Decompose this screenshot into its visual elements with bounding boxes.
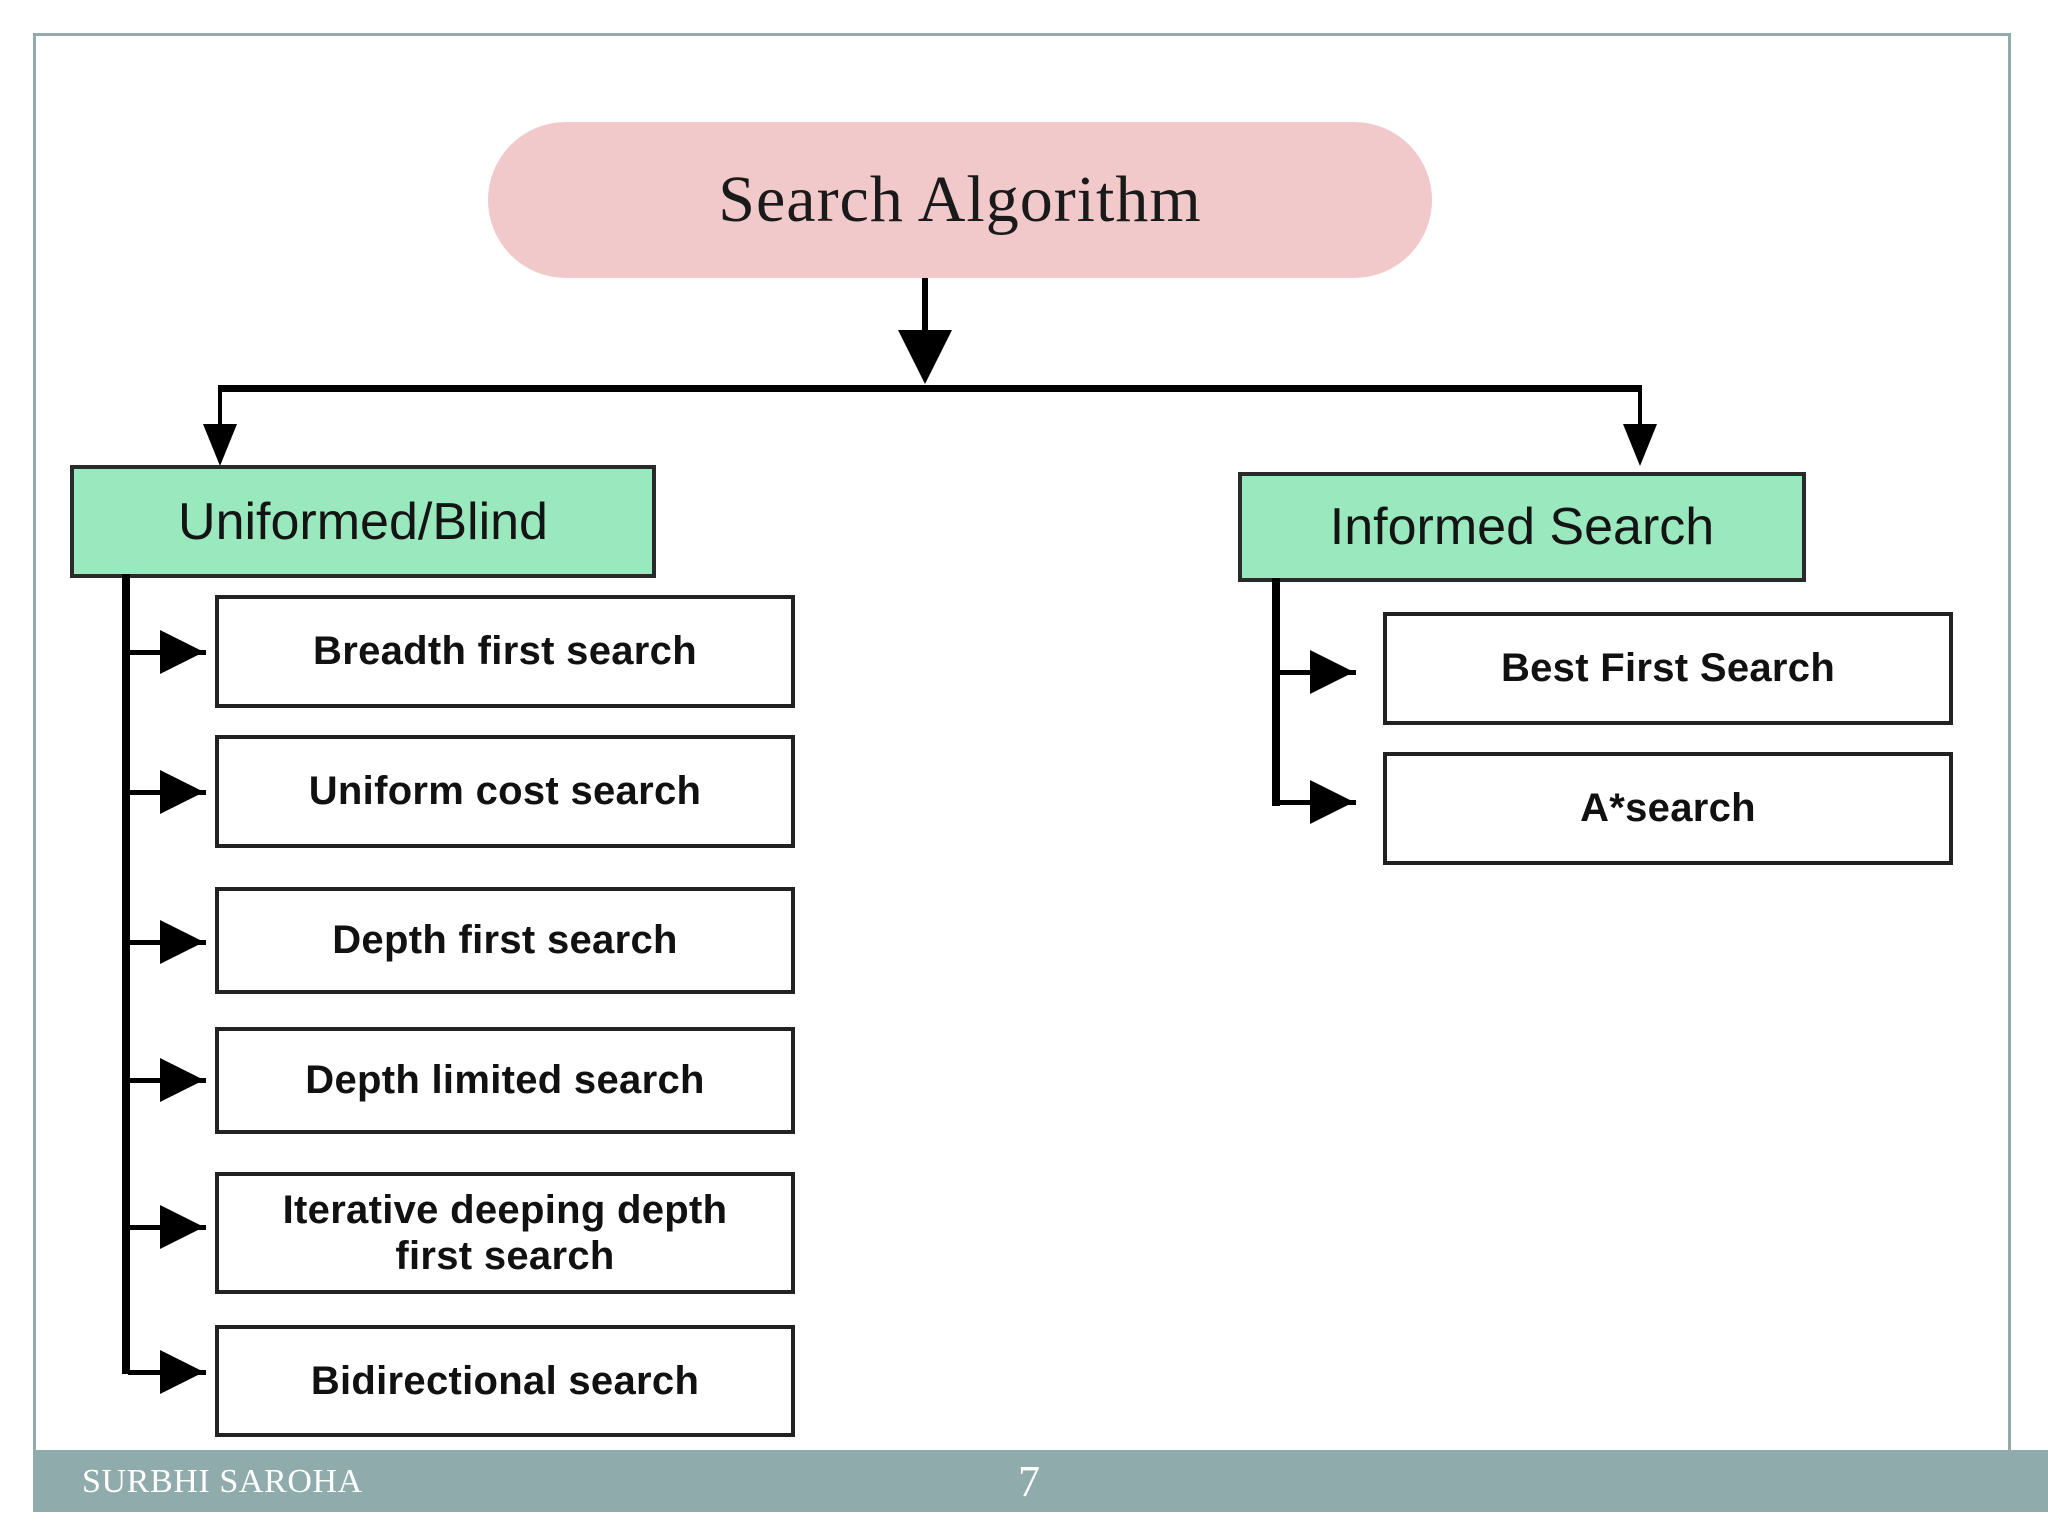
footer-author-name: SURBHI SAROHA [82, 1463, 363, 1500]
root-connector-stem [922, 278, 928, 354]
leaf-label-a-star-search: A*search [1580, 786, 1756, 831]
leaf-box-a-star-search[interactable]: A*search [1383, 752, 1953, 865]
branch-distribution-bar [218, 385, 1642, 392]
branch-right-arrowhead-icon [1623, 424, 1657, 466]
root-node-search-algorithm[interactable]: Search Algorithm [488, 122, 1432, 278]
category-node-uniformed-blind-label: Uniformed/Blind [178, 492, 548, 551]
connector-spine-left [122, 574, 130, 1374]
leaf-arrowhead-icon-depth-limited-search [160, 1058, 204, 1102]
leaf-arrowhead-icon-a-star-search [1310, 780, 1354, 824]
branch-left-arrowhead-icon [203, 424, 237, 466]
footer-bar [33, 1450, 2048, 1512]
leaf-label-depth-limited-search: Depth limited search [305, 1058, 705, 1103]
leaf-label-uniform-cost-search: Uniform cost search [308, 769, 702, 814]
leaf-box-bidirectional-search[interactable]: Bidirectional search [215, 1325, 795, 1437]
leaf-box-best-first-search[interactable]: Best First Search [1383, 612, 1953, 725]
leaf-box-depth-first-search[interactable]: Depth first search [215, 887, 795, 994]
leaf-arrowhead-icon-best-first-search [1310, 650, 1354, 694]
category-node-informed-search[interactable]: Informed Search [1238, 472, 1806, 582]
leaf-label-iterative-deeping-depth-first-search: Iterative deeping depth first search [283, 1187, 728, 1279]
leaf-arrowhead-icon-uniform-cost-search [160, 770, 204, 814]
leaf-box-uniform-cost-search[interactable]: Uniform cost search [215, 735, 795, 848]
leaf-box-breadth-first-search[interactable]: Breadth first search [215, 595, 795, 708]
leaf-box-depth-limited-search[interactable]: Depth limited search [215, 1027, 795, 1134]
connector-spine-right [1272, 578, 1280, 806]
leaf-label-depth-first-search: Depth first search [332, 918, 678, 963]
leaf-label-line-2: first search [395, 1234, 615, 1278]
branch-connector-right [1638, 385, 1642, 440]
category-node-uniformed-blind[interactable]: Uniformed/Blind [70, 465, 656, 578]
footer-page-number: 7 [1018, 1457, 1040, 1506]
leaf-box-iterative-deeping-depth-first-search[interactable]: Iterative deeping depth first search [215, 1172, 795, 1294]
leaf-label-best-first-search: Best First Search [1500, 646, 1836, 691]
root-node-label: Search Algorithm [718, 163, 1202, 236]
leaf-label-line-1: Iterative deeping depth [282, 1188, 728, 1232]
category-node-informed-search-label: Informed Search [1329, 498, 1715, 556]
leaf-arrowhead-icon-depth-first-search [160, 920, 204, 964]
leaf-arrowhead-icon-bidirectional-search [160, 1350, 204, 1394]
leaf-arrowhead-icon-iterative-deeping-depth-first-search [160, 1205, 204, 1249]
root-connector-arrowhead-icon [898, 330, 952, 384]
leaf-arrowhead-icon-breadth-first-search [160, 630, 204, 674]
leaf-label-bidirectional-search: Bidirectional search [310, 1358, 700, 1403]
branch-connector-left [218, 385, 222, 440]
leaf-label-breadth-first-search: Breadth first search [313, 629, 697, 674]
